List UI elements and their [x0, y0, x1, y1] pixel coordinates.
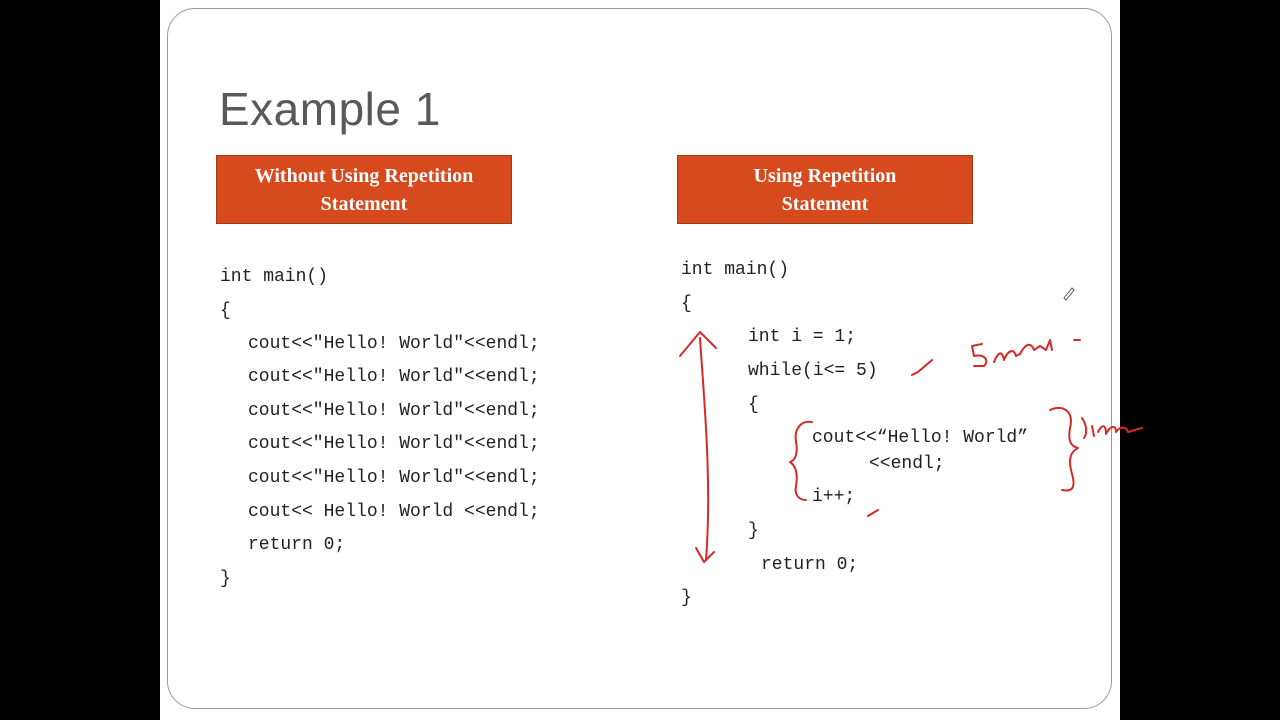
scribble-1-line [1081, 417, 1143, 439]
left-code-line: cout<<"Hello! World"<<endl; [248, 434, 540, 454]
left-header-line1: Without Using Repetition [254, 164, 474, 187]
right-code-line: } [748, 521, 759, 541]
left-header-box: Without Using Repetition Statement [216, 155, 512, 224]
right-code-line: { [748, 395, 759, 415]
pen-cursor-icon [1063, 287, 1075, 301]
right-header-line2: Statement [781, 192, 869, 215]
left-code-line: cout<<"Hello! World"<<endl; [248, 334, 540, 354]
right-code-line: <<endl; [869, 454, 945, 474]
right-code-line: i++; [812, 487, 856, 507]
right-header-line1: Using Repetition [753, 164, 897, 187]
left-code-line: } [220, 569, 231, 589]
left-header-line2: Statement [320, 192, 408, 215]
left-brace-icon [789, 420, 813, 501]
right-code-line: { [681, 294, 692, 314]
loop-arrow-icon [699, 337, 710, 561]
left-code-line: cout<<"Hello! World"<<endl; [248, 401, 540, 421]
left-code-line: int main() [220, 267, 329, 287]
right-header-box: Using Repetition Statement [677, 155, 973, 224]
right-code-line: } [681, 588, 692, 608]
right-brace-icon [1049, 407, 1079, 492]
left-code-line: cout<<"Hello! World"<<endl; [248, 367, 540, 387]
right-code-line: cout<<“Hello! World” [812, 428, 1029, 448]
left-code-line: return 0; [248, 535, 346, 555]
right-code-line: int i = 1; [748, 327, 857, 347]
left-code-line: cout<< Hello! World <<endl; [248, 502, 540, 522]
slide-title: Example 1 [219, 83, 441, 135]
slide [167, 8, 1112, 709]
right-code-line: return 0; [761, 555, 859, 575]
right-code-line: int main() [681, 260, 790, 280]
scribble-5-times [971, 343, 988, 367]
left-code-line: cout<<"Hello! World"<<endl; [248, 468, 540, 488]
check-mark-icon [911, 359, 933, 376]
right-code-line: while(i<= 5) [748, 361, 878, 381]
left-code-line: { [220, 301, 231, 321]
